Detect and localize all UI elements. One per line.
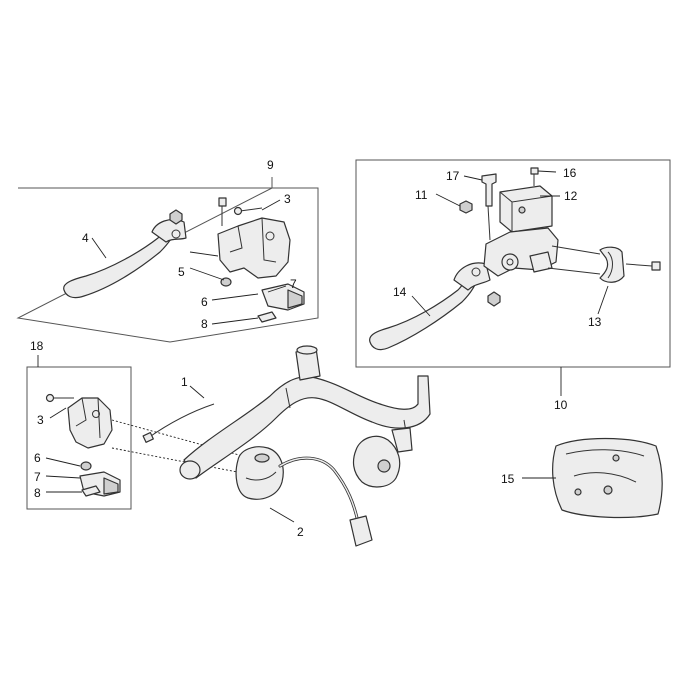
brake-lever-part-14 xyxy=(369,262,491,351)
callout-17: 17 xyxy=(446,169,460,183)
callout-8-right: 8 xyxy=(34,486,41,500)
callout-1: 1 xyxy=(181,375,188,389)
assembly-guide xyxy=(487,205,491,241)
lever-bracket-right xyxy=(67,397,113,449)
clamp-part-13 xyxy=(599,246,625,283)
assembly-guide xyxy=(547,267,601,275)
reservoir-part-12 xyxy=(499,185,553,233)
switch-part-7 xyxy=(261,283,305,311)
callout-6-right: 6 xyxy=(34,451,41,465)
callout-8-top: 8 xyxy=(201,317,208,331)
callout-14: 14 xyxy=(393,285,407,299)
tool-bag-part-15 xyxy=(552,437,663,519)
pivot-nut xyxy=(169,209,183,225)
lever-bracket xyxy=(217,217,291,279)
callout-9: 9 xyxy=(267,158,274,172)
screw-part-8 xyxy=(257,311,277,323)
dashed-guide xyxy=(111,447,249,475)
leader-lines xyxy=(45,170,609,523)
pin-part-17 xyxy=(481,173,497,207)
group-frame-18 xyxy=(26,366,132,510)
handlebar xyxy=(179,345,431,480)
callout-15: 15 xyxy=(501,472,515,486)
pivot-nut-lower xyxy=(487,291,501,307)
callout-10: 10 xyxy=(554,398,568,412)
callout-16: 16 xyxy=(563,166,577,180)
cable-part-1 xyxy=(142,403,215,443)
callout-labels: 1 2 3 3 4 5 6 6 7 7 8 8 9 10 11 12 13 14… xyxy=(30,158,602,539)
screw-part-16 xyxy=(530,167,539,186)
callout-7-top: 7 xyxy=(290,277,297,291)
callout-11: 11 xyxy=(415,188,428,202)
callout-3-top: 3 xyxy=(284,192,291,206)
bolt-part-3-right xyxy=(45,393,74,403)
right-switch-housing xyxy=(352,427,413,488)
screw-part-8-right xyxy=(81,485,101,497)
group-frame-10 xyxy=(355,159,671,368)
master-cylinder-body xyxy=(483,227,559,277)
nut-part-11 xyxy=(459,200,473,214)
switch-cable xyxy=(278,456,373,547)
callout-13: 13 xyxy=(588,315,602,329)
assembly-guide xyxy=(551,245,601,255)
clutch-lever-part-4 xyxy=(63,219,187,299)
callout-12: 12 xyxy=(564,189,578,203)
callout-3-right: 3 xyxy=(37,413,44,427)
spring-part-6-right xyxy=(80,461,92,471)
callout-18: 18 xyxy=(30,339,44,353)
group-frame-9 xyxy=(16,177,319,343)
callout-4: 4 xyxy=(82,231,89,245)
grip-housing-part-2 xyxy=(235,446,284,500)
callout-6-top: 6 xyxy=(201,295,208,309)
callout-5: 5 xyxy=(178,265,185,279)
bolt-part-3-top xyxy=(233,206,263,216)
callout-7-right: 7 xyxy=(34,470,41,484)
clamp-bolt xyxy=(625,261,661,271)
callout-2: 2 xyxy=(297,525,304,539)
screw-part-5 xyxy=(218,197,227,226)
